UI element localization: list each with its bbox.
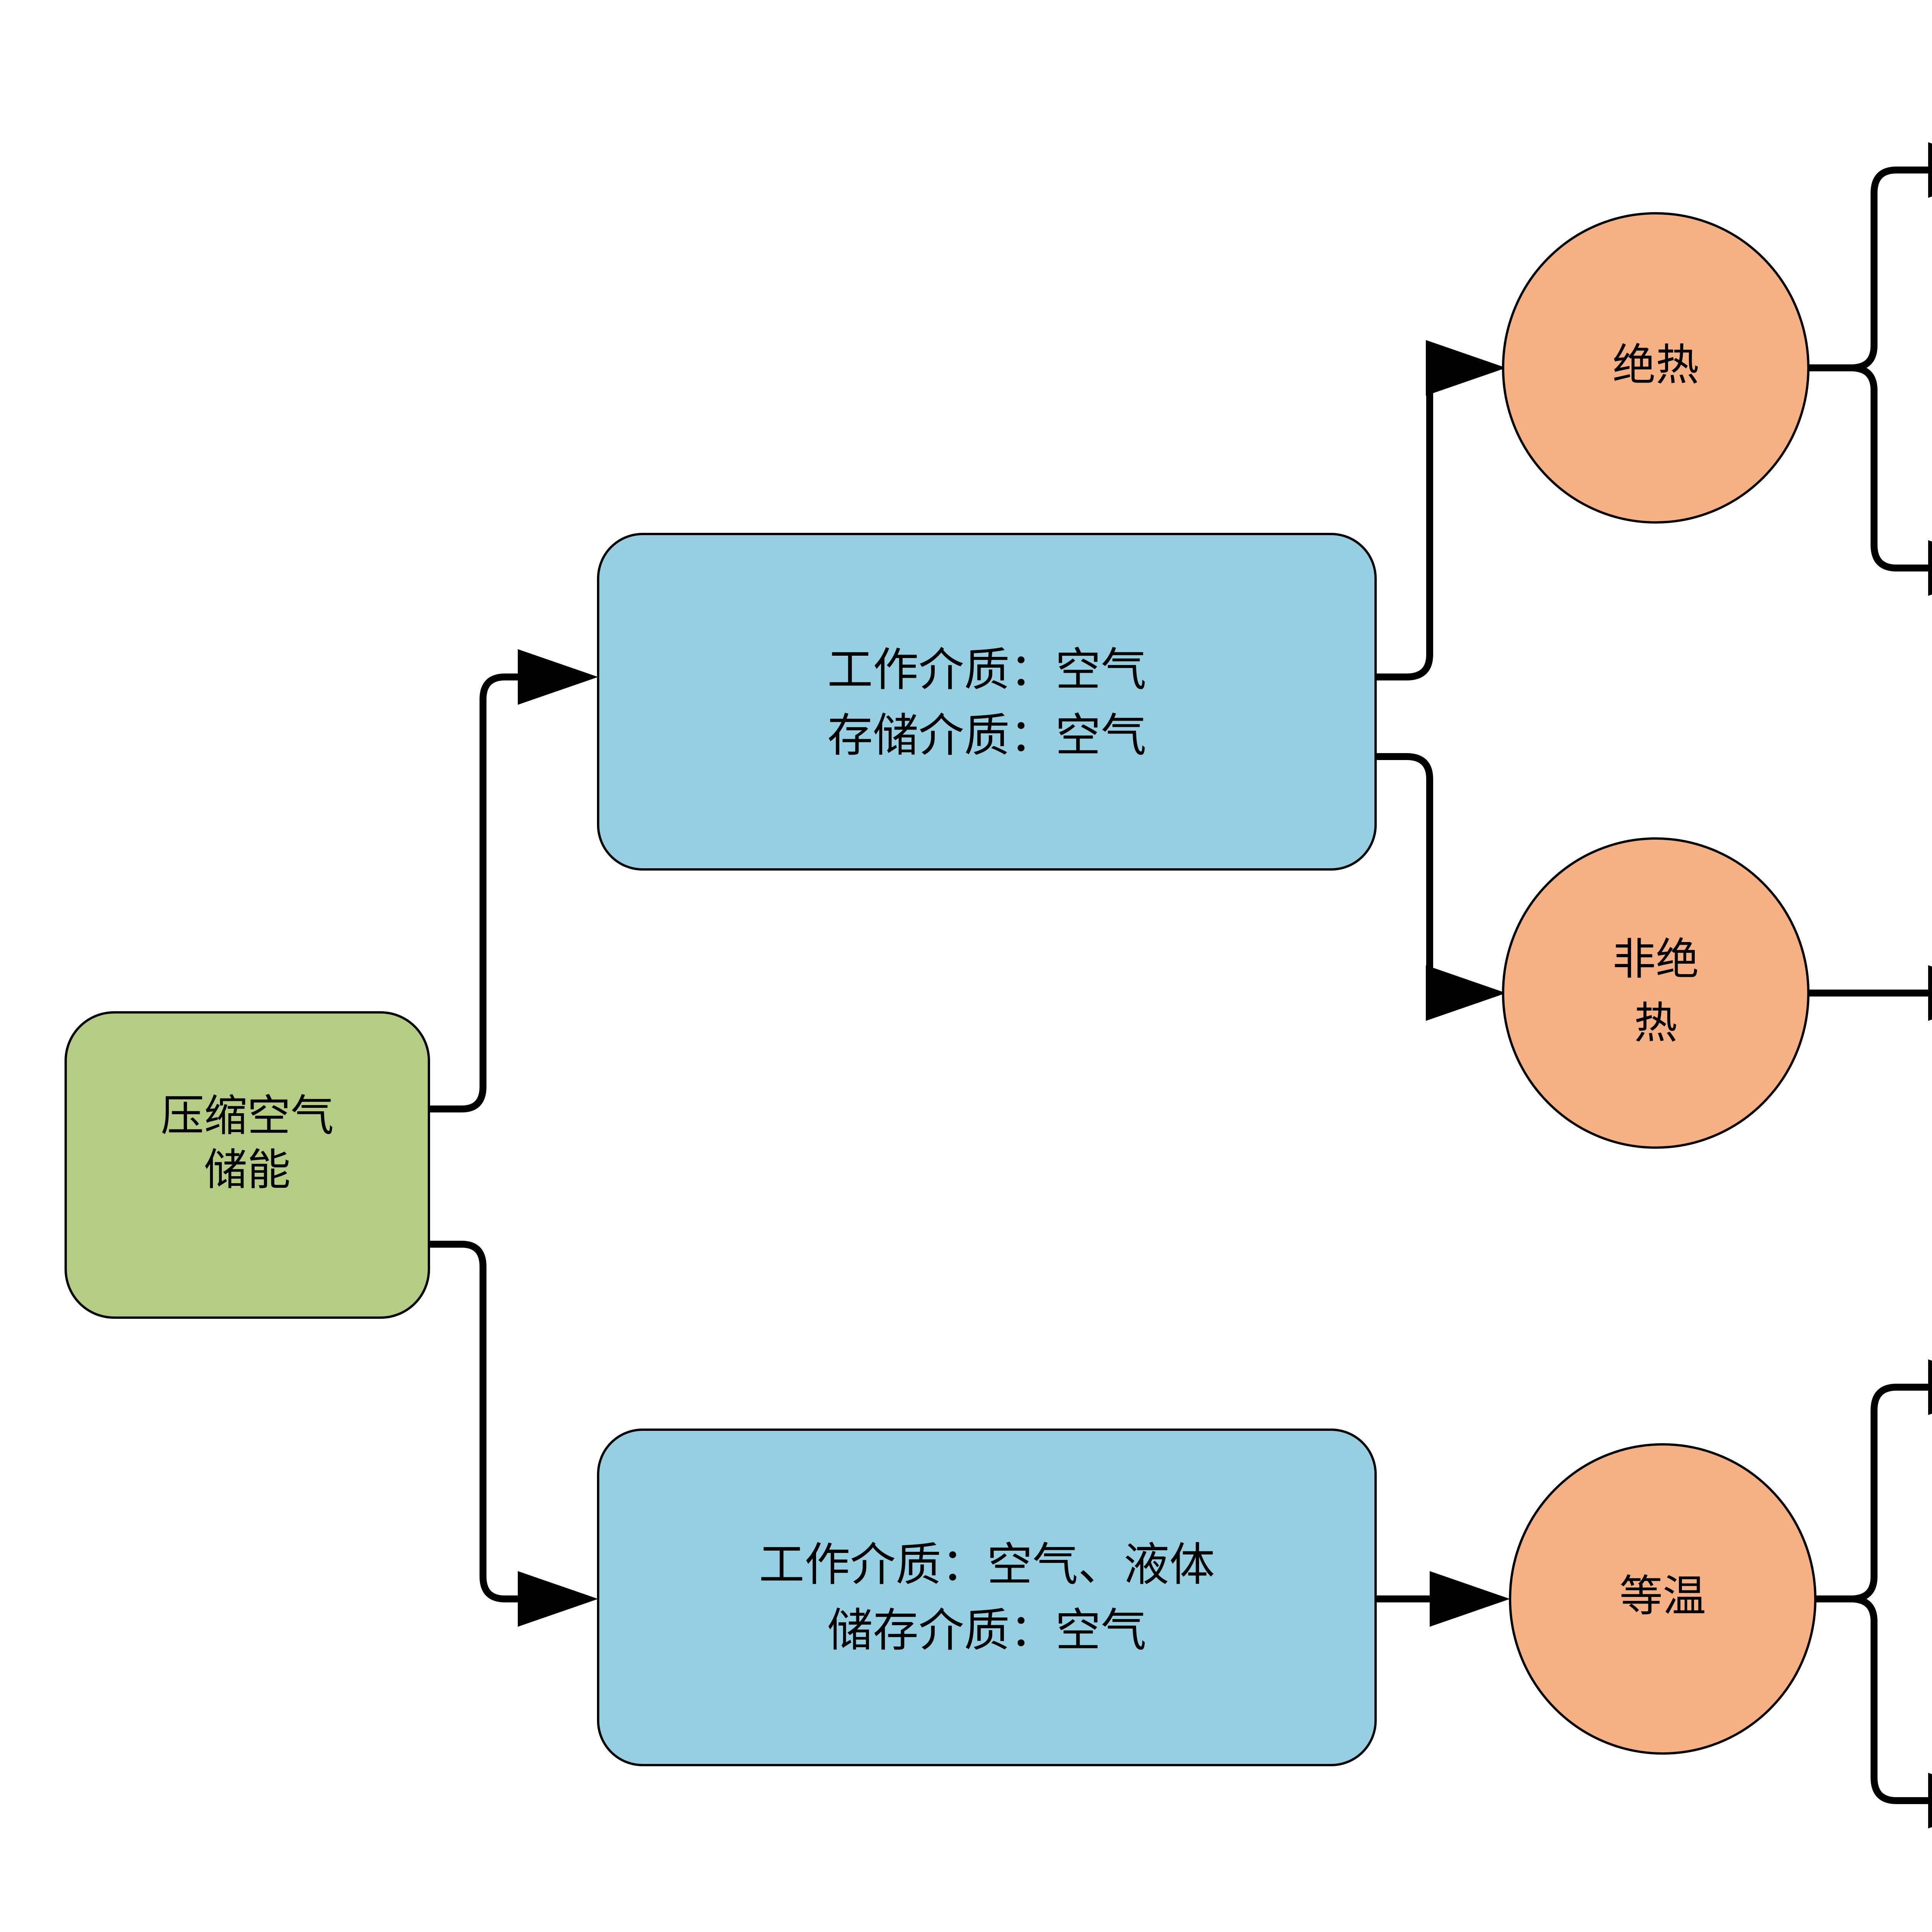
node-mode-adiabatic[interactable]: 绝热: [1502, 212, 1810, 524]
edge-air-to-nonadiabatic: [1376, 753, 1506, 1021]
node-branch-air[interactable]: 工作介质：空气 存储介质：空气: [597, 533, 1377, 871]
branch-liquid-label-line-2: 储存介质：空气: [827, 1604, 1146, 1657]
edge-root-to-liquid: [429, 1241, 598, 1627]
node-mode-non-adiabatic[interactable]: 非绝 热: [1502, 837, 1810, 1149]
edge-nonadiabatic-to-trad: [1808, 965, 1932, 1021]
branch-liquid-shape: [597, 1429, 1377, 1766]
mode-non-adiabatic-label-line-1: 非绝: [1612, 934, 1699, 985]
mode-isothermal-shape: [1509, 1443, 1816, 1755]
mode-adiabatic-shape: [1502, 212, 1810, 524]
mode-adiabatic-label-line-1: 绝热: [1612, 340, 1699, 390]
root-shape: [65, 1011, 430, 1319]
mode-isothermal-label-line-1: 等温: [1619, 1571, 1706, 1621]
edge-root-to-air: [429, 649, 598, 1112]
node-root[interactable]: 压缩空气 储能: [65, 1011, 430, 1319]
edge-isothermal-to-open: [1815, 1595, 1932, 1828]
edge-air-to-adiabatic: [1376, 340, 1506, 680]
edge-liquid-to-isothermal: [1376, 1571, 1510, 1627]
branch-air-label-line-1: 工作介质：空气: [827, 643, 1146, 696]
edge-adiabatic-to-aacaes: [1808, 142, 1932, 371]
branch-liquid-label-line-1: 工作介质：空气、液体: [759, 1538, 1215, 1591]
branch-air-label-line-2: 存储介质：空气: [827, 709, 1146, 762]
edge-isothermal-to-closed: [1815, 1359, 1932, 1602]
mode-non-adiabatic-label-line-2: 热: [1634, 998, 1677, 1048]
mode-non-adiabatic-shape: [1502, 837, 1810, 1149]
branch-air-shape: [597, 533, 1377, 871]
root-label-line-2: 储能: [204, 1145, 291, 1195]
root-label-line-1: 压缩空气: [161, 1091, 334, 1141]
node-branch-liquid[interactable]: 工作介质：空气、液体 储存介质：空气: [597, 1429, 1377, 1766]
edge-layer: [429, 142, 1932, 1828]
edge-adiabatic-to-nccaes: [1808, 364, 1932, 596]
node-mode-isothermal[interactable]: 等温: [1509, 1443, 1816, 1755]
